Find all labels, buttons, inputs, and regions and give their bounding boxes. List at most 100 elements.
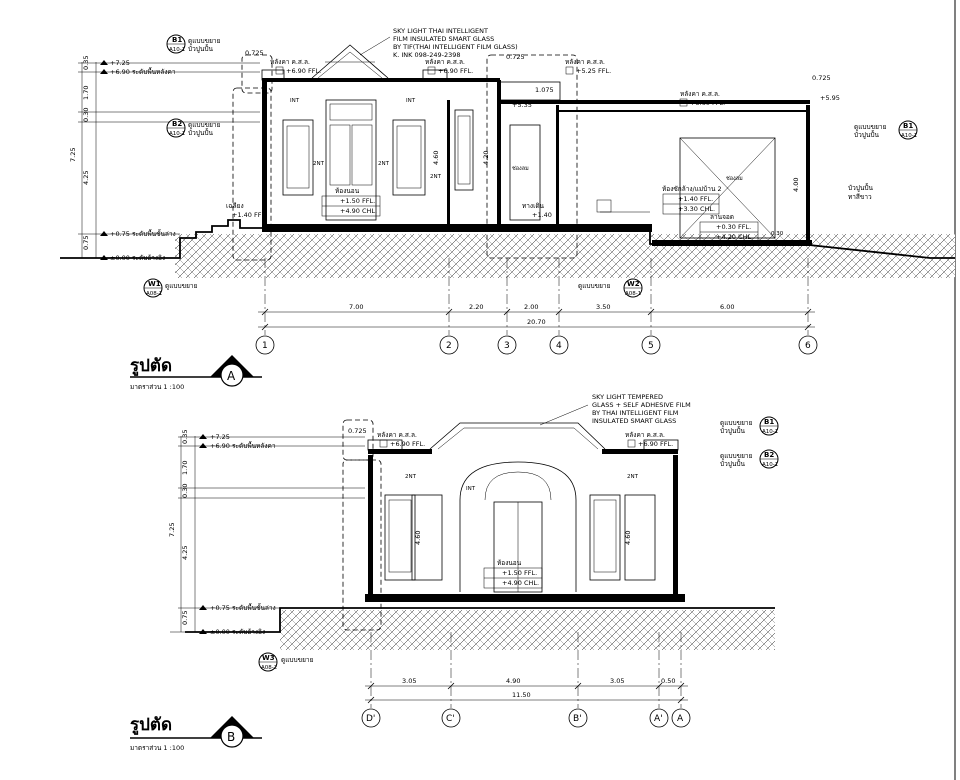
detail-box-w3: [342, 459, 382, 631]
svg-text:บัวปูนปั้น: บัวปูนปั้น: [188, 128, 213, 137]
vdim-425: 4.25: [82, 171, 90, 185]
grid-bubble-1: 1: [255, 335, 275, 355]
svg-text:A: A: [227, 369, 236, 383]
roof-slab-b-left: [368, 449, 432, 454]
svg-text:ดูแบบขยาย: ดูแบบขยาย: [281, 656, 314, 664]
svg-text:ดูแบบขยาย: ดูแบบขยาย: [720, 452, 753, 460]
label-paint: ทาสีขาว: [848, 193, 872, 201]
dim-b-3: 3.05: [610, 677, 624, 685]
level-000-label: ระดับอ้างอิง: [132, 254, 165, 262]
label-400: 4.00: [792, 178, 800, 192]
parapet-left: [261, 69, 285, 81]
dim-a-1: 7.00: [349, 303, 363, 311]
bubble-w2: W2 A08-1 ดูแบบขยาย: [578, 278, 643, 298]
label-535: +5.35: [512, 101, 532, 109]
arched-window-b-inner: [484, 471, 552, 501]
vdim-035: 0.35: [82, 56, 90, 70]
roof-slab-right: [500, 100, 810, 104]
skylight-b-note-4: INSULATED SMART GLASS: [592, 417, 676, 425]
label-b-460-a: 4.60: [414, 531, 422, 545]
level-b-000-value: ±0.00: [210, 628, 230, 636]
vdim-b-425: 4.25: [181, 546, 189, 560]
central-transom: [329, 103, 373, 121]
grid-lines-b: [370, 632, 682, 708]
svg-text:ดูแบบขยาย: ดูแบบขยาย: [720, 419, 753, 427]
svg-text:A10-1: A10-1: [169, 47, 185, 53]
label-veranda: เฉลียง: [226, 202, 244, 210]
svg-text:+5.25 FFL.: +5.25 FFL.: [576, 67, 611, 75]
svg-text:A08-1: A08-1: [625, 291, 641, 297]
svg-text:หลังคา ค.ส.ล.: หลังคา ค.ส.ล.: [270, 58, 310, 66]
window-b-4: [624, 494, 656, 581]
level-tick-000: [100, 255, 108, 260]
level-075-value: +0.75: [110, 230, 130, 238]
svg-text:มาตราส่วน 1 :100: มาตราส่วน 1 :100: [130, 744, 184, 752]
window-2: [392, 119, 426, 196]
svg-text:+3.30 CHL.: +3.30 CHL.: [678, 205, 715, 213]
svg-text:ห้องนอน: ห้องนอน: [335, 187, 360, 195]
grid-bubble-a: A: [671, 708, 691, 728]
label-vent-b: ช่องลม: [726, 175, 743, 182]
skylight-b: [429, 422, 606, 450]
vdim-b-075: 0.75: [181, 611, 189, 625]
level-075-label: ระดับพื้นชั้นล่าง: [132, 229, 176, 238]
bubble-b1-left: B1 A10-1 ดูแบบขยาย บัวปูนปั้น: [166, 34, 221, 54]
skylight-b-note-1: SKY LIGHT TEMPERED: [592, 393, 663, 401]
window-b-3: [589, 494, 621, 581]
level-595-value: +5.95: [820, 94, 840, 102]
left-wall-b: [368, 455, 373, 595]
svg-text:+4.90 CHL.: +4.90 CHL.: [502, 579, 539, 587]
svg-text:+6.90 FFL.: +6.90 FFL.: [390, 440, 425, 448]
svg-text:B1: B1: [903, 122, 913, 130]
room-tag-bedroom: ห้องนอน +1.50 FFL. +4.90 CHL.: [321, 187, 381, 217]
bubble-b1-right: B1 A10-1 ดูแบบขยาย บัวปูนปั้น: [854, 120, 918, 140]
skylight-leader: [359, 36, 391, 56]
skylight-gable-inner: [317, 51, 383, 79]
svg-text:+6.90 FFL.: +6.90 FFL.: [286, 67, 321, 75]
label-0725-c: 0.725: [812, 74, 831, 82]
level-725-value: +7.25: [110, 59, 130, 67]
roof-tag-3: หลังคา ค.ส.ล. +5.25 FFL.: [565, 58, 611, 75]
svg-text:A10-1: A10-1: [169, 131, 185, 137]
svg-text:หลังคา ค.ส.ล.: หลังคา ค.ส.ล.: [625, 431, 665, 439]
bubble-w3: W3 A08-2 ดูแบบขยาย: [258, 652, 314, 672]
roof-tag-b-2: หลังคา ค.ส.ล. +6.90 FFL.: [625, 431, 673, 448]
bubble-b2-left: B2 A10-1 ดูแบบขยาย บัวปูนปั้น: [166, 118, 221, 138]
svg-text:หลังคา ค.ส.ล.: หลังคา ค.ส.ล.: [377, 431, 417, 439]
level-tick-075: [100, 231, 108, 236]
svg-text:B2: B2: [764, 451, 774, 459]
garage-door: [679, 137, 776, 239]
svg-text:ห้องนอน: ห้องนอน: [497, 559, 522, 567]
svg-text:บัวปูนปั้น: บัวปูนปั้น: [720, 426, 745, 435]
section-a: +7.25 +6.90 ระดับพื้นหลังคา +0.75 ระดับพ…: [60, 27, 955, 391]
roof-tag-b-1: หลังคา ค.ส.ล. +6.90 FFL.: [377, 431, 425, 448]
grid-bubble-3: 3: [497, 335, 517, 355]
vdim-725: 7.25: [69, 148, 77, 162]
svg-text:+5.60 FFL.: +5.60 FFL.: [690, 99, 725, 107]
svg-text:รูปตัด: รูปตัด: [130, 356, 172, 377]
label-0725-a: 0.725: [245, 49, 264, 57]
vdim-170: 1.70: [82, 86, 90, 100]
svg-text:W3: W3: [262, 654, 275, 662]
svg-text:C': C': [446, 714, 455, 724]
carport-slab: [652, 240, 812, 246]
room-tag-carport: ลานจอด +0.30 FFL. +4.20 CHL.: [699, 213, 759, 243]
level-b-000-label: ระดับอ้างอิง: [232, 628, 265, 636]
grid-bubble-c: C': [441, 708, 461, 728]
svg-text:B: B: [227, 730, 235, 744]
detail-box-w2: [486, 54, 578, 259]
window-2-inner: [396, 125, 422, 189]
level-b-690-label: ระดับพื้นหลังคา: [232, 441, 276, 450]
svg-text:ดูแบบขยาย: ดูแบบขยาย: [578, 282, 611, 290]
svg-text:1: 1: [262, 341, 268, 351]
vdim-b-725: 7.25: [168, 523, 176, 537]
label-int-b: INT: [406, 98, 416, 104]
bubble-w1: W1 A08-1 ดูแบบขยาย: [143, 278, 198, 298]
dim-b-4: 0.50: [661, 677, 675, 685]
level-000-value: ±0.00: [110, 254, 130, 262]
label-veranda-ffl: +1.40 FFL.: [232, 211, 267, 219]
ground-hatch: [175, 234, 955, 278]
central-door-left: [329, 124, 351, 186]
label-molding: บัวปูนปั้น: [848, 183, 873, 192]
